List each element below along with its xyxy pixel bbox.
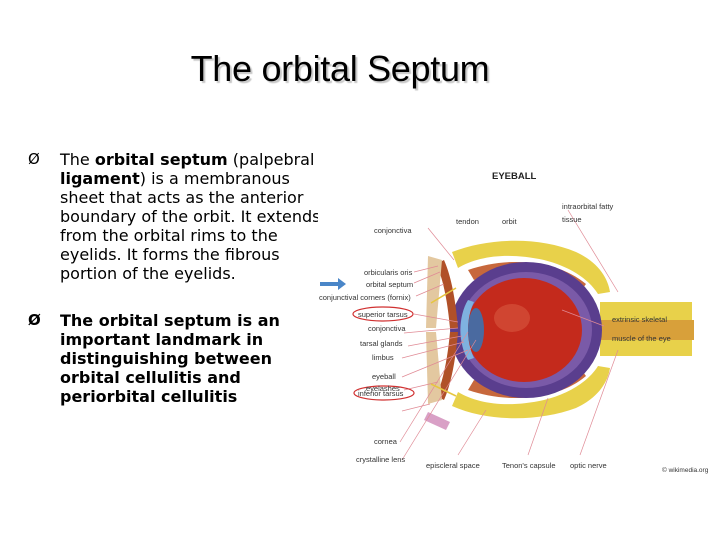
optic-nerve-shape [598,320,694,340]
bullet1-text-1: The [60,150,95,169]
label-conjunctival-corners: conjunctival corners (fornix) [319,293,411,302]
label-eyelashes: eyelashes [366,384,400,393]
cornea-shape [460,300,474,360]
lower-lid-skin [426,332,442,404]
label-orbit: orbit [502,217,518,226]
bullet1-text-3: ) is a membranous sheet that acts as the… [60,169,321,283]
label-inferior-tarsus: inferior tarsus [358,389,404,398]
bullet2-text: The orbital septum is an important landm… [60,311,280,406]
label-limbus: limbus [372,353,394,362]
label-conjonctiva-top: conjonctiva [374,226,412,235]
globe-highlight [494,304,530,332]
lower-orbital-fat [452,366,610,419]
label-conjonctiva-mid: conjonctiva [368,324,406,333]
superior-tarsus-callout [352,306,414,322]
label-tarsal-glands: tarsal glands [360,339,403,348]
label-orbital-septum: orbital septum [366,280,413,289]
bullet1-text-2: (palpebral [227,150,315,169]
diagram-title: EYEBALL [492,171,537,182]
label-eyeball: eyeball [372,372,396,381]
bullet-arrow-icon: Ø [28,150,40,168]
label-superior-tarsus: superior tarsus [358,310,408,319]
lens-shape [468,308,484,352]
bullet1-bold-ligament: ligament [60,169,140,188]
label-optic-nerve: optic nerve [570,461,607,470]
label-episcleral-space: episcleral space [426,461,480,470]
label-tendon: tendon [456,217,479,226]
label-extrinsic-skeletal: extrinsic skeletal [612,315,667,324]
bullet-item-definition: Ø The orbital septum (palpebral ligament… [28,150,328,283]
bullet1-bold-orbital-septum: orbital septum [94,150,228,169]
label-cornea: cornea [374,437,398,446]
eyeball-diagram: EYEBALL [318,160,712,476]
label-tissue: tissue [562,215,582,224]
label-intraorbital-fatty: intraorbital fatty [562,202,614,211]
leader-lines [399,209,619,461]
label-tenons-capsule: Tenon's capsule [502,461,556,470]
label-muscle-of-eye: muscle of the eye [612,334,671,343]
eye-cross-section [424,240,694,430]
inferior-tarsus-callout [353,385,415,401]
label-orbicularis-oris: orbicularis oris [364,268,413,277]
bullet-list: Ø The orbital septum (palpebral ligament… [28,150,328,406]
upper-lid-skin [426,256,442,328]
slide-title: The orbital Septum [190,48,490,89]
bullet-arrow-icon: Ø [28,311,41,329]
upper-orbital-fat [452,240,610,294]
label-crystalline-lens: crystalline lens [356,455,405,464]
bullet-item-landmark: Ø The orbital septum is an important lan… [28,311,328,406]
lower-lid-pink [424,412,450,430]
globe [466,278,582,382]
label-watermark: © wikimedia.org [662,466,709,474]
pointer-arrow-icon [320,278,346,290]
